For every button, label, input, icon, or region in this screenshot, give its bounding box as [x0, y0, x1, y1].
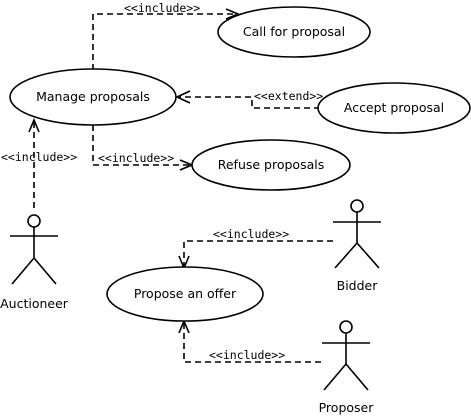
actor-proposer[interactable]: Proposer — [319, 320, 375, 415]
use-case-accept-proposal-label: Accept proposal — [344, 100, 444, 115]
relation-accept-manage-label: <<extend>> — [254, 89, 323, 103]
relation-manage-call: <<include>> — [92, 1, 241, 70]
relation-auctioneer-manage-label: <<include>> — [1, 150, 77, 164]
stick-figure-icon — [333, 199, 381, 269]
use-case-propose-an-offer-label: Propose an offer — [134, 286, 237, 301]
use-case-manage-proposals-label: Manage proposals — [36, 89, 150, 104]
relation-bidder-propose: <<include>> — [178, 227, 333, 271]
relation-manage-refuse: <<include>> — [92, 125, 195, 171]
actor-bidder-label: Bidder — [337, 278, 379, 293]
relation-auctioneer-manage: <<include>> — [1, 117, 77, 208]
use-case-propose-an-offer[interactable]: Propose an offer — [106, 266, 264, 322]
actor-bidder[interactable]: Bidder — [333, 199, 381, 293]
use-case-call-for-proposal-label: Call for proposal — [243, 24, 345, 39]
relation-manage-refuse-label: <<include>> — [98, 151, 174, 165]
relation-manage-call-label: <<include>> — [124, 1, 200, 15]
actor-proposer-label: Proposer — [319, 400, 375, 415]
use-case-manage-proposals[interactable]: Manage proposals — [9, 68, 177, 126]
use-case-call-for-proposal[interactable]: Call for proposal — [217, 6, 371, 58]
use-case-accept-proposal[interactable]: Accept proposal — [317, 82, 471, 134]
relation-proposer-propose-label: <<include>> — [209, 348, 285, 362]
relation-proposer-propose: <<include>> — [178, 318, 321, 363]
use-case-refuse-proposals[interactable]: Refuse proposals — [191, 139, 351, 191]
stick-figure-icon — [10, 214, 58, 285]
stick-figure-icon — [322, 320, 370, 391]
use-case-refuse-proposals-label: Refuse proposals — [218, 157, 325, 172]
actor-auctioneer[interactable]: Auctioneer — [0, 214, 69, 311]
relation-bidder-propose-label: <<include>> — [213, 227, 289, 241]
relation-accept-manage: <<extend>> — [175, 89, 323, 109]
actor-auctioneer-label: Auctioneer — [0, 296, 69, 311]
